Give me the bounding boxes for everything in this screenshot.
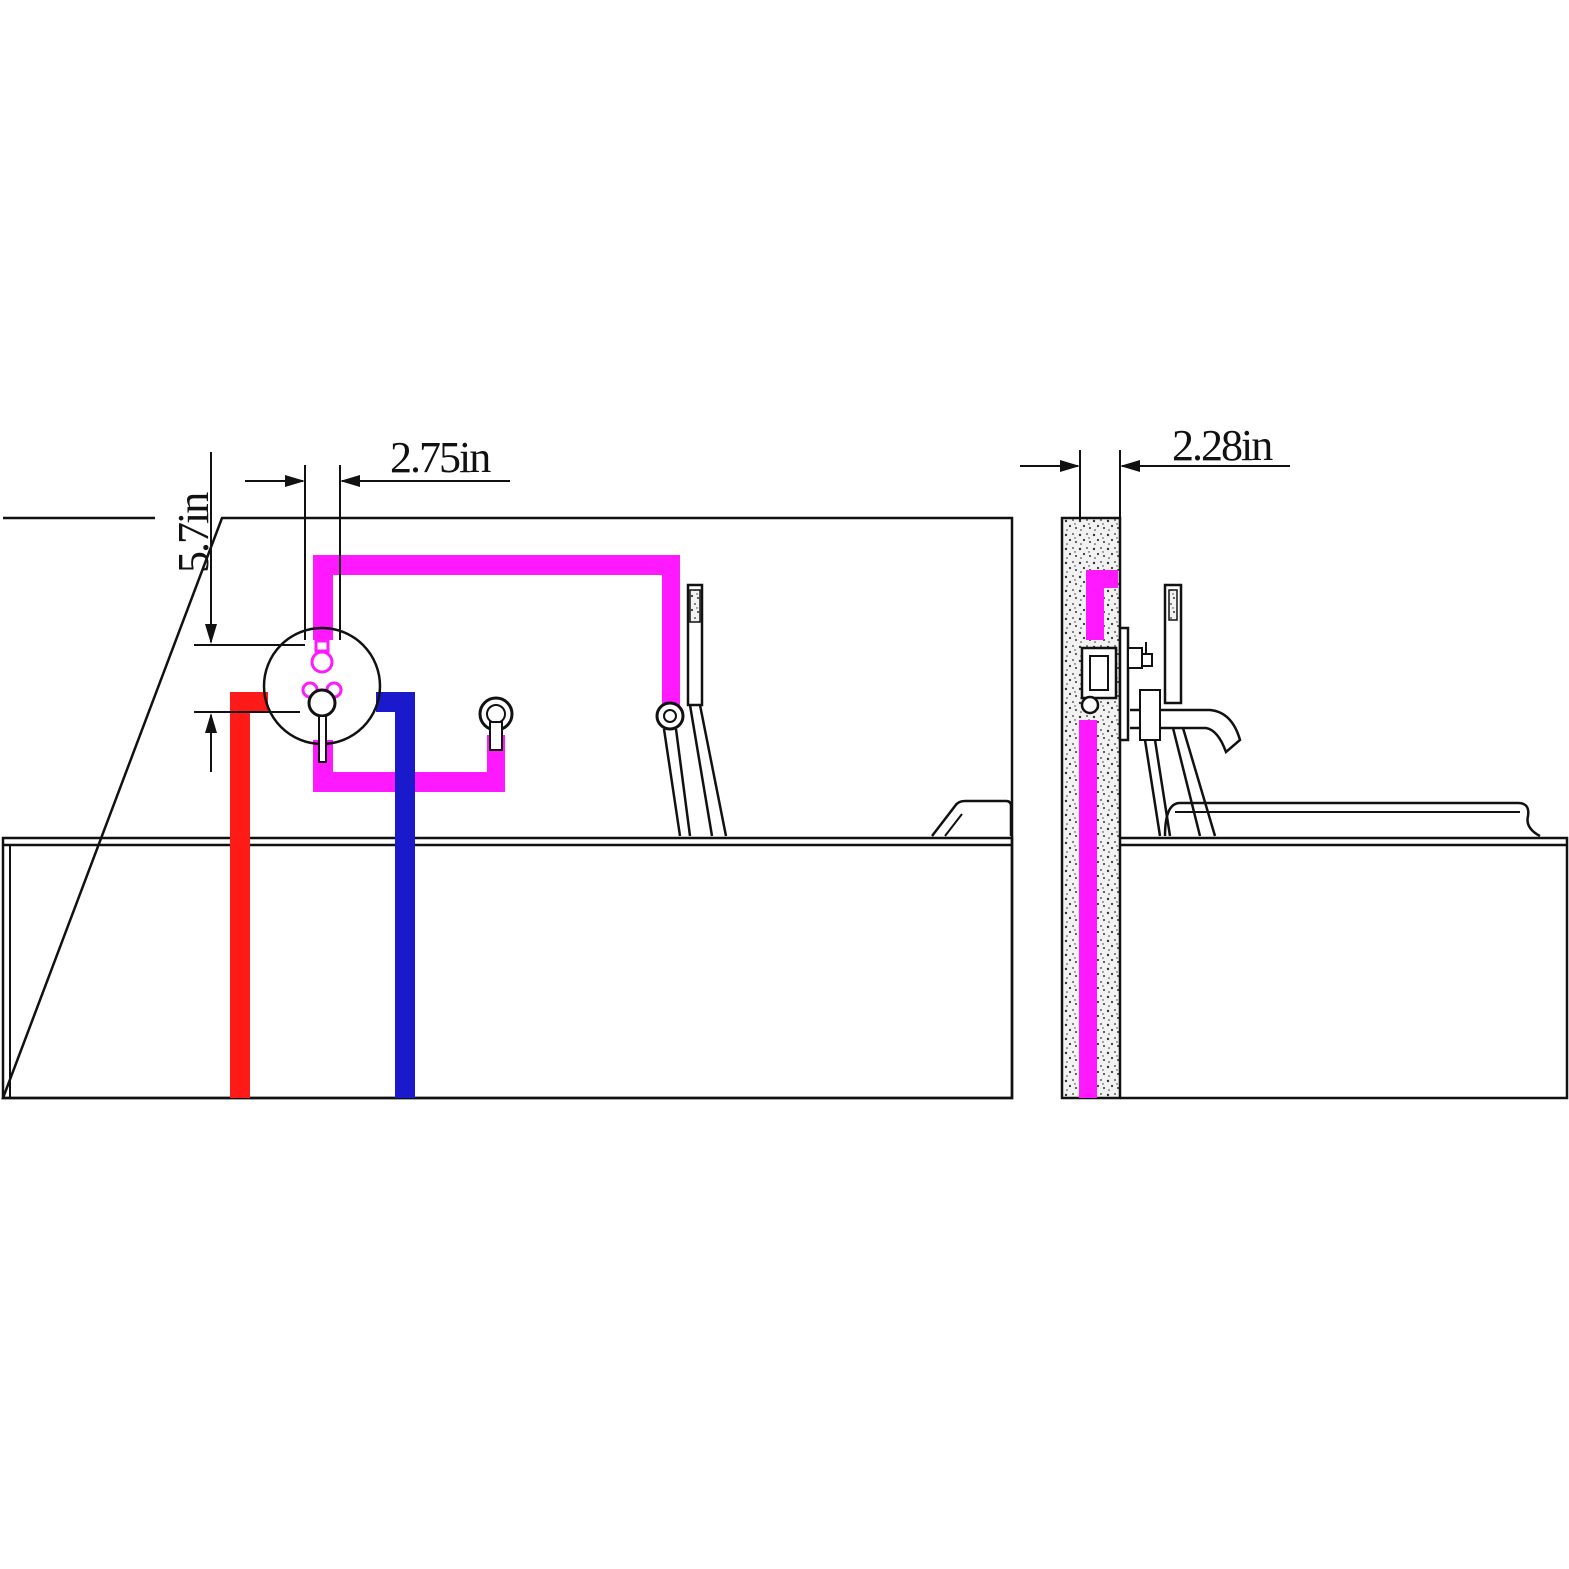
mixed-pipe-spout xyxy=(313,735,505,792)
cold-water-pipe xyxy=(376,692,415,1098)
shower-head-face xyxy=(1168,589,1178,621)
tub-spout-icon xyxy=(478,696,514,751)
bathtub-side xyxy=(1120,836,1569,1100)
mixed-pipe-shower xyxy=(313,555,680,706)
lever-handle-icon xyxy=(307,688,337,763)
dimension-wall-depth: 2.28in xyxy=(1020,421,1290,520)
trim-plate-side xyxy=(1118,626,1130,742)
wall-outline xyxy=(1,516,1014,1100)
handle-side xyxy=(1127,647,1143,669)
valve-fitting-side xyxy=(1080,695,1100,715)
in-wall-spout-pipe xyxy=(1079,720,1097,1098)
bathtub-front xyxy=(1,836,1014,1100)
spout-mount-side xyxy=(1139,689,1161,741)
hand-shower-icon xyxy=(655,583,728,837)
dimension-label-wall-depth: 2.28in xyxy=(1172,421,1273,470)
dimension-mixer-offset: 2.75in xyxy=(245,433,510,640)
bathtub-basin-side xyxy=(1163,801,1541,838)
dimension-label-mixer-offset: 2.75in xyxy=(390,433,491,482)
handle-knob-side xyxy=(1141,653,1153,667)
shower-hose-side xyxy=(1143,727,1217,837)
front-view: 2.75in 5.7in xyxy=(1,433,1014,1100)
bath-pillow xyxy=(931,799,1013,837)
hot-water-pipe xyxy=(230,692,268,1098)
pillow-fold xyxy=(944,813,963,837)
valve-cartridge-side xyxy=(1089,655,1109,691)
tub-spout-side xyxy=(1130,708,1242,755)
in-wall-mixed-pipe xyxy=(1086,570,1118,640)
dimension-mixer-height: 5.7in xyxy=(169,452,305,772)
dimension-label-mixer-height: 5.7in xyxy=(169,492,218,573)
side-section-view: 2.28in xyxy=(1020,421,1569,1100)
